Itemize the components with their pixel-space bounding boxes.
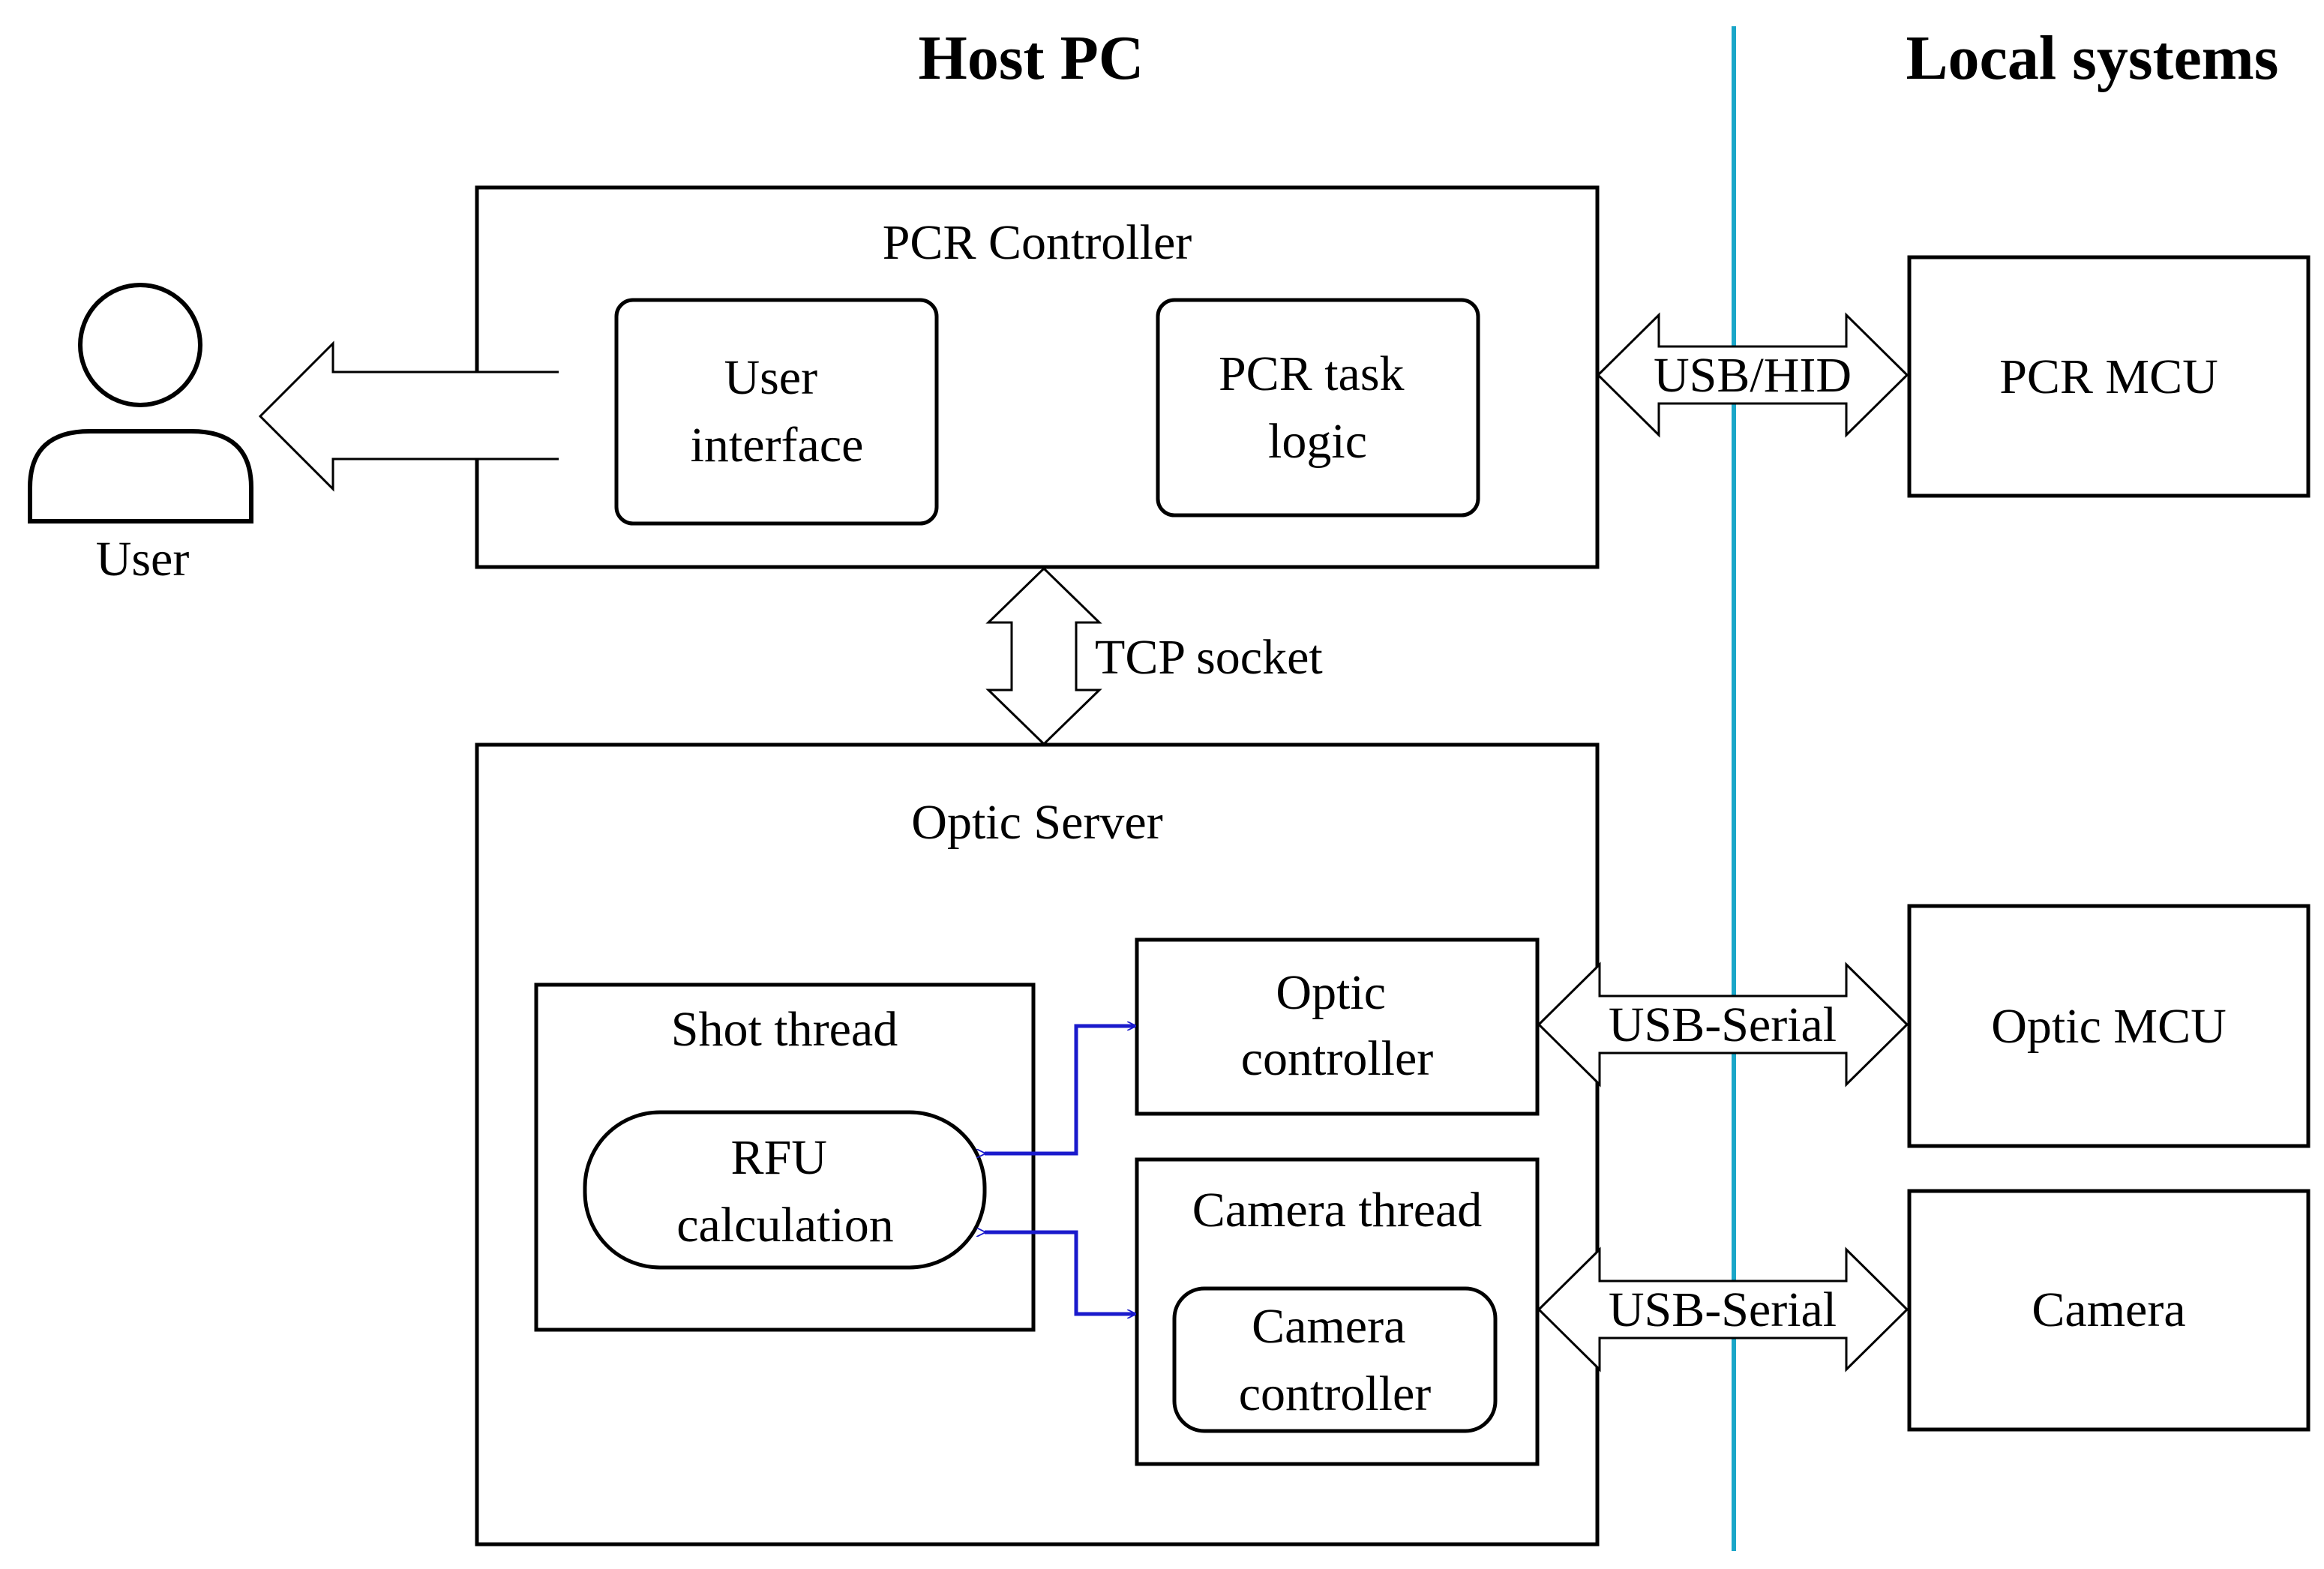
tcp-socket-label: TCP socket (1095, 630, 1323, 685)
usb-serial-camera-label: USB-Serial (1609, 1282, 1837, 1337)
usb-hid-label: USB/HID (1654, 348, 1852, 403)
pcr-controller-title: PCR Controller (883, 215, 1192, 270)
shot-thread-label: Shot thread (671, 1002, 898, 1057)
camera-controller-box (1172, 1286, 1498, 1433)
rfu-optic-controller-arrow (985, 1026, 1135, 1154)
tcp-socket-arrow (985, 566, 1102, 746)
pcr-task-logic-box (1156, 298, 1480, 518)
local-systems-header: Local systems (1906, 23, 2279, 93)
user-label: User (96, 532, 190, 586)
optic-controller-box (1135, 938, 1540, 1116)
pcr-mcu-box (1907, 255, 2311, 498)
camera-thread-label: Camera thread (1192, 1183, 1483, 1238)
pcr-task-logic-label: PCR task logic (1219, 346, 1417, 469)
camera-box (1907, 1189, 2311, 1432)
usb-hid-arrow (1596, 312, 1909, 438)
camera-label: Camera (2032, 1282, 2185, 1337)
rfu-camera-thread-arrow (985, 1232, 1135, 1314)
host-pc-header: Host PC (919, 23, 1144, 93)
usb-serial-camera-arrow (1537, 1246, 1909, 1372)
user-interface-box (614, 298, 939, 526)
rfu-calculation-box (583, 1110, 987, 1270)
usb-serial-optic-label: USB-Serial (1609, 998, 1837, 1052)
pcr-mcu-label: PCR MCU (1999, 350, 2218, 404)
user-interface-label: User interface (691, 350, 864, 472)
user-icon (28, 283, 253, 524)
optic-controller-label: Optic controller (1241, 965, 1434, 1086)
rfu-calculation-label: RFU calculation (676, 1130, 894, 1252)
camera-controller-label: Camera controller (1239, 1299, 1432, 1421)
optic-mcu-box (1907, 904, 2311, 1148)
optic-mcu-label: Optic MCU (1991, 999, 2227, 1054)
usb-serial-optic-arrow (1537, 962, 1909, 1088)
optic-server-title: Optic Server (911, 795, 1162, 850)
ui-to-user-arrow (258, 340, 559, 492)
